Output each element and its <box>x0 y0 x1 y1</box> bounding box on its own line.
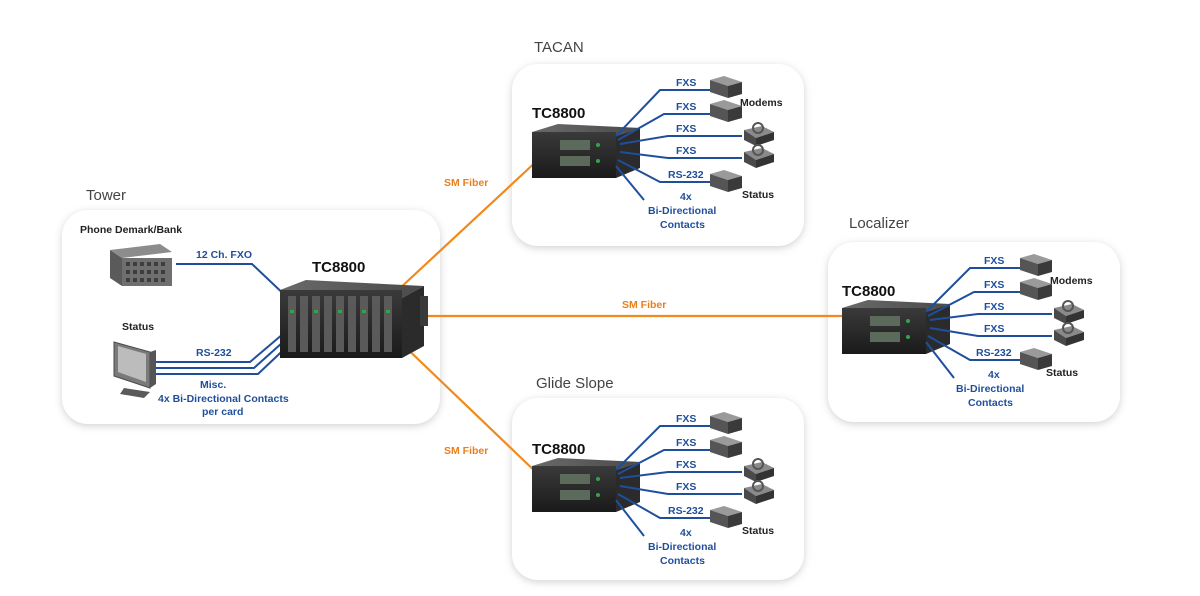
glide-contacts-line2: Contacts <box>660 555 705 567</box>
tacan-contacts-count: 4x <box>680 191 692 203</box>
status-box-icon <box>710 506 742 528</box>
modem-icon <box>710 100 742 122</box>
localizer-fxs-2: FXS <box>984 279 1004 291</box>
localizer-rs232-label: RS-232 <box>976 347 1012 359</box>
glide-fxs-3: FXS <box>676 459 696 471</box>
tacan-contacts-line2: Contacts <box>660 219 705 231</box>
localizer-fxs-1: FXS <box>984 255 1004 267</box>
glide-fxs-2: FXS <box>676 437 696 449</box>
localizer-fxs-4: FXS <box>984 323 1004 335</box>
tower-rs232-label: RS-232 <box>196 347 232 359</box>
tacan-fxs-4: FXS <box>676 145 696 157</box>
tacan-contacts-line1: Bi-Directional <box>648 205 716 217</box>
tacan-title: TACAN <box>534 39 584 56</box>
localizer-group: TC8800 FXS FXS FXS FXS RS-232 4x Bi-Dire… <box>842 254 1093 409</box>
tower-status-label: Status <box>122 321 154 333</box>
tacan-fxs-3: FXS <box>676 123 696 135</box>
glide-status-label: Status <box>742 525 774 537</box>
fiber-link-glide <box>397 339 541 477</box>
telephone-icon <box>1054 322 1084 346</box>
glide-device-label: TC8800 <box>532 441 585 458</box>
status-box-icon <box>1020 348 1052 370</box>
glide-title: Glide Slope <box>536 375 614 392</box>
glide-lines <box>615 425 742 537</box>
modem-icon <box>1020 278 1052 300</box>
tacan-group: TC8800 FXS FXS FXS FXS RS-232 4x Bi-Dire… <box>532 76 783 231</box>
telephone-icon <box>744 122 774 146</box>
telephone-icon <box>744 458 774 482</box>
tacan-fxs-2: FXS <box>676 101 696 113</box>
phone-bank-label: Phone Demark/Bank <box>80 224 182 236</box>
localizer-chassis-icon <box>842 300 950 354</box>
fiber-label-glide: SM Fiber <box>444 445 488 457</box>
tacan-fxs-1: FXS <box>676 77 696 89</box>
monitor-icon <box>113 341 156 398</box>
tacan-device-label: TC8800 <box>532 105 585 122</box>
glide-fxs-4: FXS <box>676 481 696 493</box>
fiber-links <box>397 157 842 477</box>
fiber-label-localizer: SM Fiber <box>622 299 666 311</box>
localizer-modems-label: Modems <box>1050 275 1093 287</box>
localizer-title: Localizer <box>849 215 909 232</box>
localizer-contacts-line2: Contacts <box>968 397 1013 409</box>
glide-contacts-count: 4x <box>680 527 692 539</box>
glide-chassis-icon <box>532 458 640 512</box>
tacan-status-label: Status <box>742 189 774 201</box>
tower-contacts-line1: 4x Bi-Directional Contacts <box>158 393 289 405</box>
modem-icon <box>710 436 742 458</box>
tower-contacts-line2: per card <box>202 406 243 418</box>
localizer-contacts-line1: Bi-Directional <box>956 383 1024 395</box>
glide-fxs-1: FXS <box>676 413 696 425</box>
tacan-rs232-label: RS-232 <box>668 169 704 181</box>
tower-group: Phone Demark/Bank 12 Ch. FXO Status RS-2… <box>80 224 428 418</box>
phone-bank-icon <box>110 244 172 286</box>
telephone-icon <box>744 144 774 168</box>
tower-chassis-icon <box>280 280 428 358</box>
glide-contacts-line1: Bi-Directional <box>648 541 716 553</box>
localizer-device-label: TC8800 <box>842 283 895 300</box>
localizer-contacts-count: 4x <box>988 369 1000 381</box>
tacan-lines <box>615 89 742 201</box>
telephone-icon <box>1054 300 1084 324</box>
tacan-modems-label: Modems <box>740 97 783 109</box>
misc-label: Misc. <box>200 379 226 391</box>
fxo-label: 12 Ch. FXO <box>196 249 252 261</box>
localizer-lines <box>925 267 1052 379</box>
tacan-chassis-icon <box>532 124 640 178</box>
fiber-link-tacan <box>397 157 541 291</box>
modem-icon <box>710 412 742 434</box>
fxo-line <box>176 263 291 301</box>
modem-icon <box>710 76 742 98</box>
tower-device-label: TC8800 <box>312 259 365 276</box>
localizer-status-label: Status <box>1046 367 1078 379</box>
fiber-label-tacan: SM Fiber <box>444 177 488 189</box>
glide-group: TC8800 FXS FXS FXS FXS RS-232 4x Bi-Dire… <box>532 412 774 567</box>
status-box-icon <box>710 170 742 192</box>
localizer-fxs-3: FXS <box>984 301 1004 313</box>
tower-title: Tower <box>86 187 126 204</box>
glide-rs232-label: RS-232 <box>668 505 704 517</box>
telephone-icon <box>744 480 774 504</box>
modem-icon <box>1020 254 1052 276</box>
